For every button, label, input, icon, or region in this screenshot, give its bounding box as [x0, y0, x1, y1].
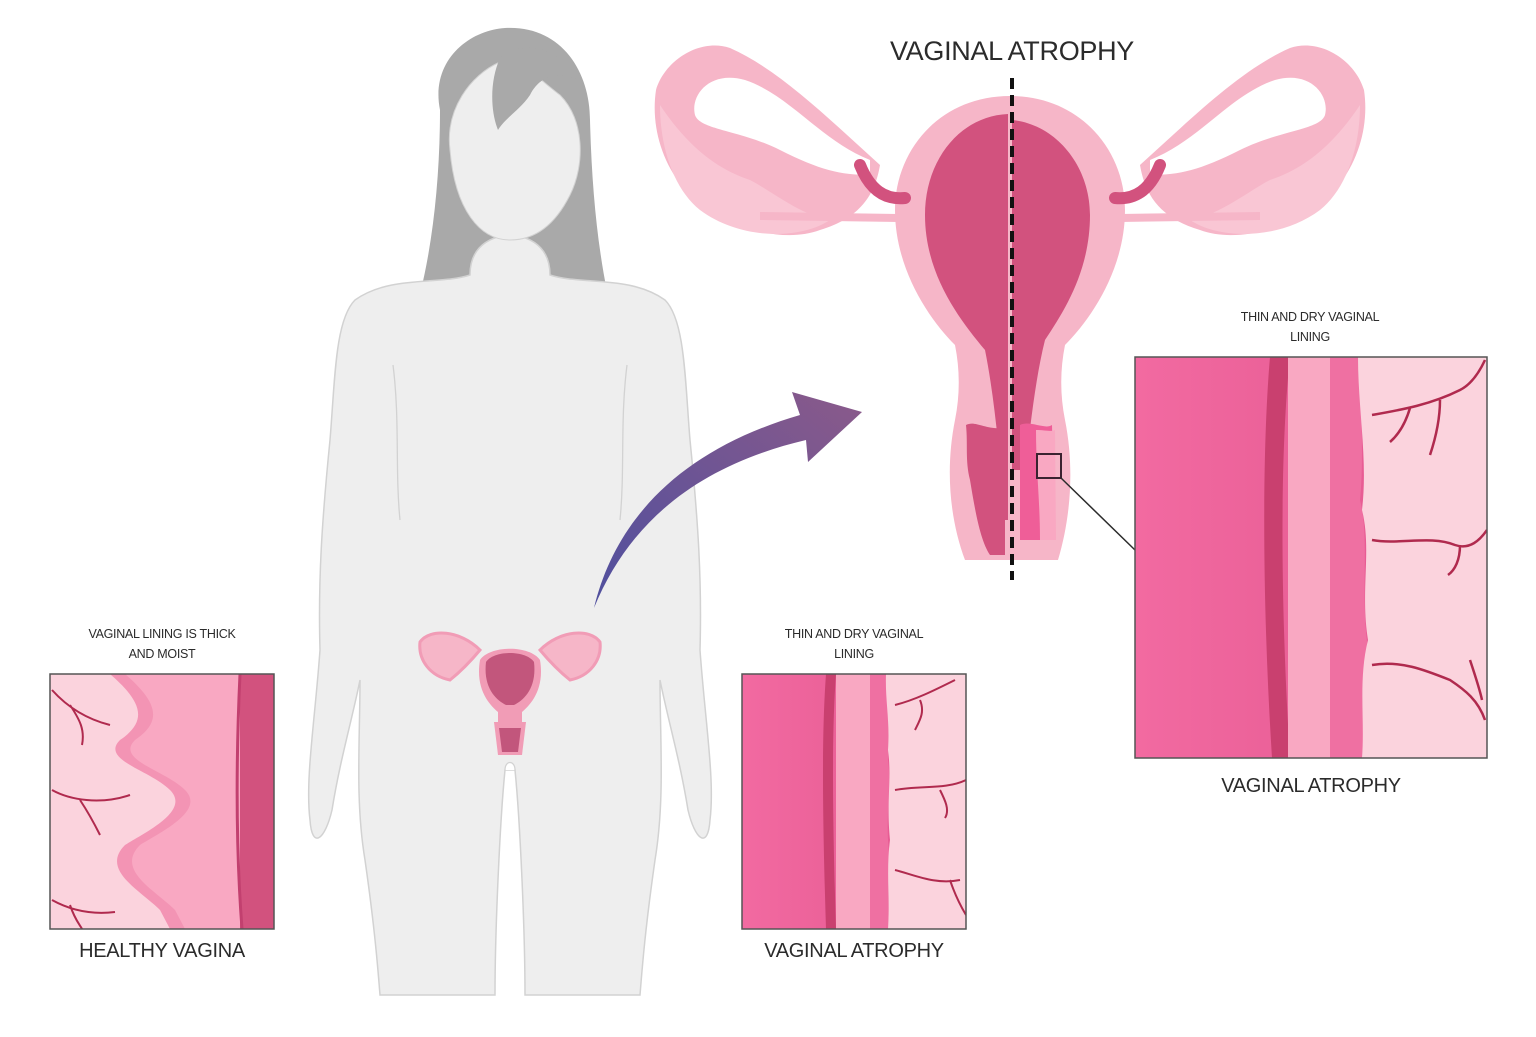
- caption-line-1: THIN AND DRY VAGINAL: [784, 627, 924, 641]
- panel-atrophy-large-caption: THIN AND DRY VAGINAL LINING: [1190, 307, 1430, 347]
- zoom-arrow: [594, 392, 862, 608]
- caption-line-1: THIN AND DRY VAGINAL: [1240, 310, 1380, 324]
- caption-line-2: LINING: [834, 647, 874, 661]
- panel-atrophy-large-artwork: [1135, 357, 1487, 758]
- panel-healthy-title: HEALTHY VAGINA: [79, 940, 245, 962]
- caption-line-2: AND MOIST: [128, 647, 196, 661]
- main-title: VAGINAL ATROPHY: [889, 36, 1135, 66]
- panel-healthy-artwork: [50, 674, 274, 929]
- panel-atrophy-large-frame: [1134, 356, 1488, 759]
- panel-healthy-frame: [49, 673, 275, 930]
- caption-line-1: VAGINAL LINING IS THICK: [88, 627, 236, 641]
- panel-atrophy-small-artwork: [742, 674, 966, 929]
- panel-atrophy-large-title: VAGINAL ATROPHY: [1221, 775, 1401, 797]
- caption-line-2: LINING: [1290, 330, 1330, 344]
- pelvic-uterus-icon: [418, 631, 602, 755]
- body: [307, 234, 713, 996]
- panel-atrophy-small-frame: [741, 673, 967, 930]
- panel-atrophy-small-title: VAGINAL ATROPHY: [764, 940, 944, 962]
- face: [448, 61, 581, 241]
- panel-atrophy-small-caption: THIN AND DRY VAGINAL LINING: [732, 624, 976, 664]
- magnifier-box: [1036, 453, 1062, 479]
- female-silhouette: [307, 27, 713, 996]
- uterus-cross-section: [654, 45, 1366, 560]
- panel-healthy-caption: VAGINAL LINING IS THICK AND MOIST: [40, 624, 284, 664]
- magnifier-line: [1060, 477, 1136, 551]
